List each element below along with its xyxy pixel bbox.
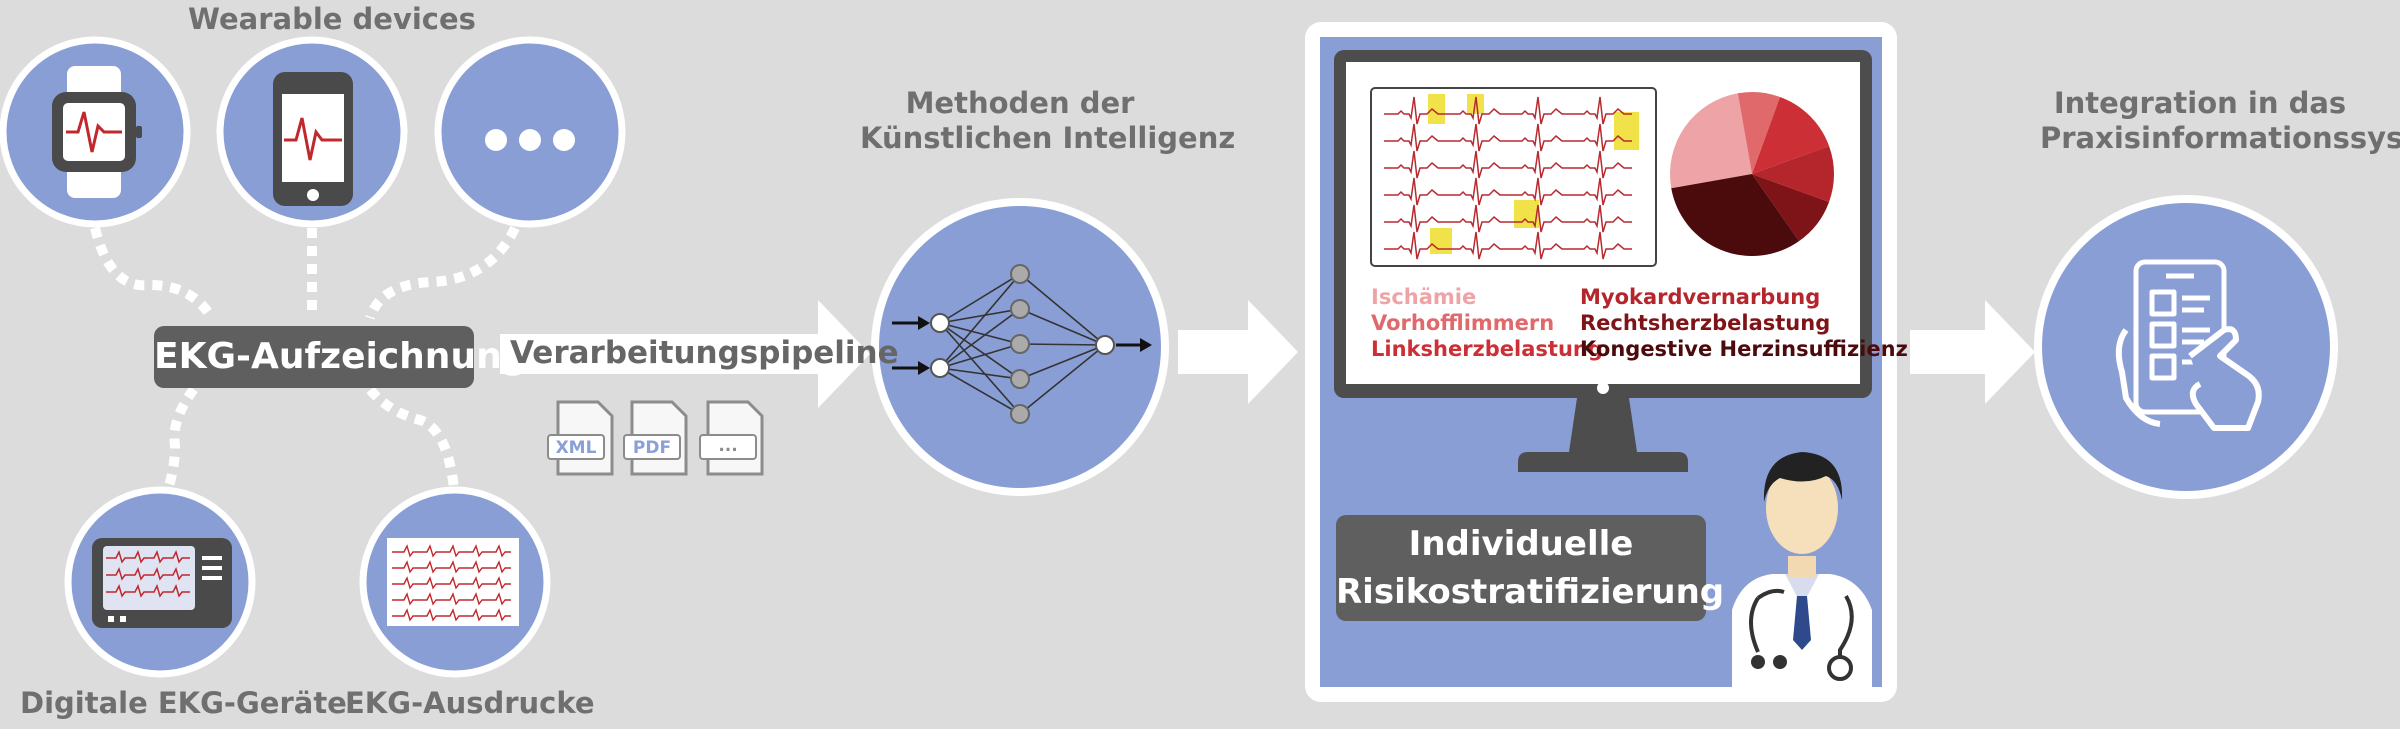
- diagnosis-myocardial-scarring: Myokardvernarbung: [1580, 285, 1821, 309]
- pie-slice: [1737, 92, 1781, 174]
- pdf-format-label: PDF: [633, 438, 671, 458]
- smartphone-icon: [273, 72, 353, 206]
- xml-format-label: XML: [556, 438, 597, 458]
- ecg-chart-on-monitor: [1370, 87, 1657, 267]
- pipeline-arrow: [500, 300, 870, 408]
- integration-circle: [2034, 195, 2338, 499]
- diagnosis-atrial-fibrillation: Vorhofflimmern: [1371, 311, 1555, 335]
- ecg-printout-circle: [359, 486, 551, 678]
- dotted-connectors: [90, 225, 520, 508]
- pie-slice: [1669, 93, 1752, 189]
- digital-ecg-circle: [64, 486, 256, 678]
- risk-panel: [1305, 22, 1897, 702]
- tablet-touch-icon: [2115, 259, 2262, 431]
- pie-slice: [1752, 174, 1830, 242]
- pie-slice: [1671, 174, 1800, 257]
- smartwatch-circle: [0, 36, 191, 228]
- other-format-label: ...: [718, 436, 737, 456]
- risk-line-1: Individuelle: [1408, 524, 1634, 564]
- pie-slice: [1752, 145, 1834, 203]
- diagnosis-ischaemia: Ischämie: [1371, 285, 1477, 309]
- pie-slice: [1752, 96, 1830, 174]
- ai-methods-label: Methoden der Künstlichen Intelligenz: [860, 86, 1236, 156]
- smartphone-circle: [216, 36, 408, 228]
- pdf-file-icon: PDF: [623, 400, 688, 476]
- ecg-highlights: [1428, 94, 1639, 254]
- ai-circle: [871, 198, 1169, 496]
- integration-line-2: Praxisinformationssystem: [2040, 120, 2400, 155]
- ai-methods-line-1: Methoden der: [905, 86, 1135, 120]
- ecg-printout-icon: [387, 538, 519, 626]
- arrow-ai-to-risk: [1178, 300, 1298, 404]
- diagnosis-right-heart-strain: Rechtsherzbelastung: [1580, 311, 1831, 335]
- diagnosis-left-heart-strain: Linksherzbelastung: [1371, 337, 1603, 361]
- pie-chart-icon: [1669, 92, 1834, 257]
- ecg-device-icon: [92, 538, 232, 628]
- smartwatch-icon: [52, 66, 142, 198]
- integration-line-1: Integration in das: [2053, 86, 2347, 120]
- doctor-icon: [1732, 452, 1872, 690]
- neural-network-icon: [892, 264, 1152, 424]
- risk-line-2: Risikostratifizierung: [1336, 571, 1725, 612]
- diagnosis-congestive-heart-failure: Kongestive Herzinsuffizienz: [1580, 337, 1908, 361]
- more-dots-icon: [485, 129, 575, 151]
- other-file-icon: ...: [699, 400, 764, 476]
- ekg-recording-pill: EKG-Aufzeichnung: [154, 326, 527, 388]
- ecg-printouts-label: EKG-Ausdrucke: [345, 686, 595, 720]
- ai-methods-line-2: Künstlichen Intelligenz: [860, 120, 1236, 155]
- digital-ecg-devices-label: Digitale EKG-Geräte: [20, 686, 347, 720]
- file-format-icons: XML PDF ...: [547, 400, 764, 476]
- integration-label: Integration in das Praxisinformationssys…: [2040, 86, 2400, 156]
- pipeline-label: Verarbeitungspipeline: [510, 335, 899, 371]
- arrow-risk-to-integration: [1910, 300, 2035, 404]
- risk-stratification-pill: Individuelle Risikostratifizierung: [1336, 515, 1725, 621]
- wearable-devices-label: Wearable devices: [188, 2, 476, 36]
- xml-file-icon: XML: [547, 400, 614, 476]
- more-devices-circle: [434, 36, 626, 228]
